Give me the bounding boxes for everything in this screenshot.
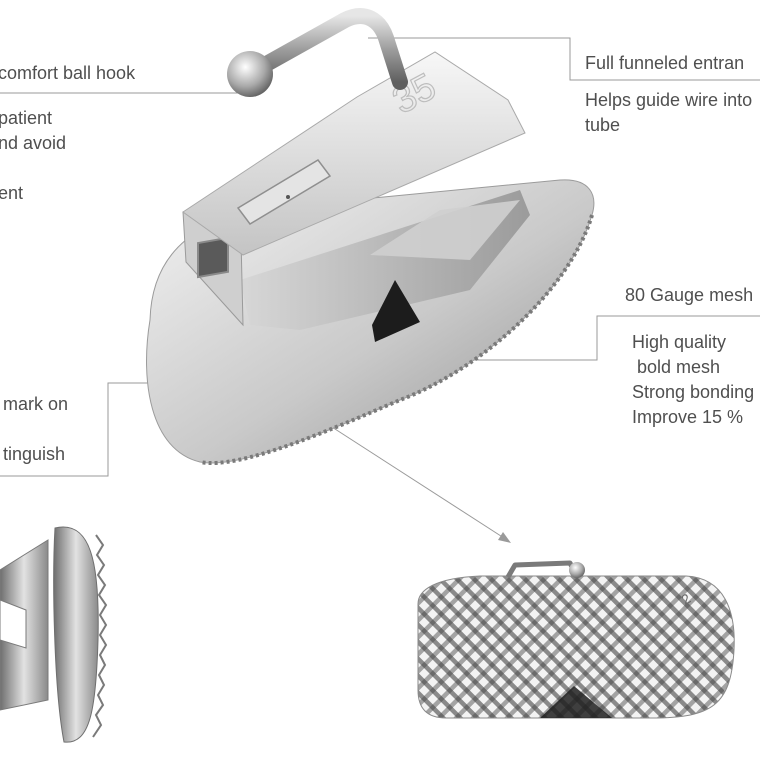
side-profile-view: [0, 526, 108, 743]
hook-arm: [244, 8, 408, 90]
mesh-detail-ball: [569, 562, 585, 578]
profile-slot: [0, 599, 27, 649]
leader-funnel: [368, 37, 760, 81]
mesh-shadow-triangle: [372, 280, 420, 342]
mesh-detail-hook: [505, 560, 580, 579]
leader-lines: [0, 37, 760, 543]
tube-opening: [197, 236, 229, 279]
leader-mark: [0, 382, 150, 477]
profile-pad: [53, 526, 99, 743]
mark-desc: mark on tinguish: [3, 394, 69, 464]
funnel-title: Full funneled entran: [585, 53, 745, 73]
profile-serration: [92, 534, 108, 738]
main-bracket: 35: [146, 8, 595, 465]
mesh-detail-view: 2: [417, 560, 735, 719]
mesh-title: 80 Gauge mesh: [625, 285, 754, 305]
mesh-desc: High quality bold mesh Strong bonding Im…: [632, 332, 755, 427]
id-mark-recess: [236, 159, 332, 225]
ball-hook-desc: patient nd avoid ent: [0, 108, 67, 203]
leader-mesh: [370, 315, 760, 361]
leader-detail-arrow: [303, 408, 505, 539]
mesh-pad: [417, 575, 735, 719]
mesh-detail-shadow: [540, 686, 612, 718]
ball-hook-title: comfort ball hook: [0, 63, 136, 83]
funnel-desc: Helps guide wire into tube: [585, 90, 753, 135]
bracket-body-facets: [370, 200, 520, 260]
arrow-head: [498, 532, 511, 543]
ball-hook: [227, 51, 273, 97]
id-mark-dot: [286, 195, 290, 199]
